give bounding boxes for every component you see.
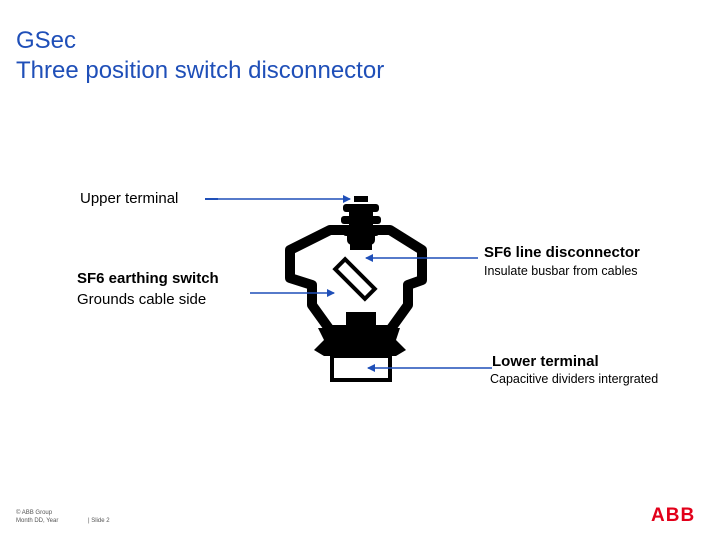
footer-copyright: © ABB Group [16, 510, 53, 516]
sf6-line-disconnector-label: SF6 line disconnector [484, 244, 640, 261]
title-line-1: GSec [16, 27, 77, 54]
sf6-earthing-switch-label: SF6 earthing switch [77, 270, 219, 287]
title-line-2: Three position switch disconnector [16, 57, 385, 84]
disconnector-blade [332, 256, 378, 302]
capacitive-dividers-label: Capacitive dividers intergrated [490, 372, 659, 386]
lower-terminal-label: Lower terminal [492, 353, 599, 370]
upper-terminal-label: Upper terminal [80, 190, 179, 207]
leader-arrows [205, 195, 492, 372]
grounds-cable-side-label: Grounds cable side [77, 291, 207, 308]
upper-terminal-insulator [341, 196, 381, 250]
page-title: GSec Three position switch disconnector [16, 26, 384, 86]
lower-terminal-insulator [314, 312, 406, 356]
footer-slide: | Slide 2 [88, 518, 110, 524]
insulate-busbar-label: Insulate busbar from cables [484, 264, 638, 278]
footer-date: Month DD, Year [16, 518, 59, 524]
svg-text:ABB: ABB [651, 505, 695, 523]
abb-logo: ABB [651, 505, 695, 523]
